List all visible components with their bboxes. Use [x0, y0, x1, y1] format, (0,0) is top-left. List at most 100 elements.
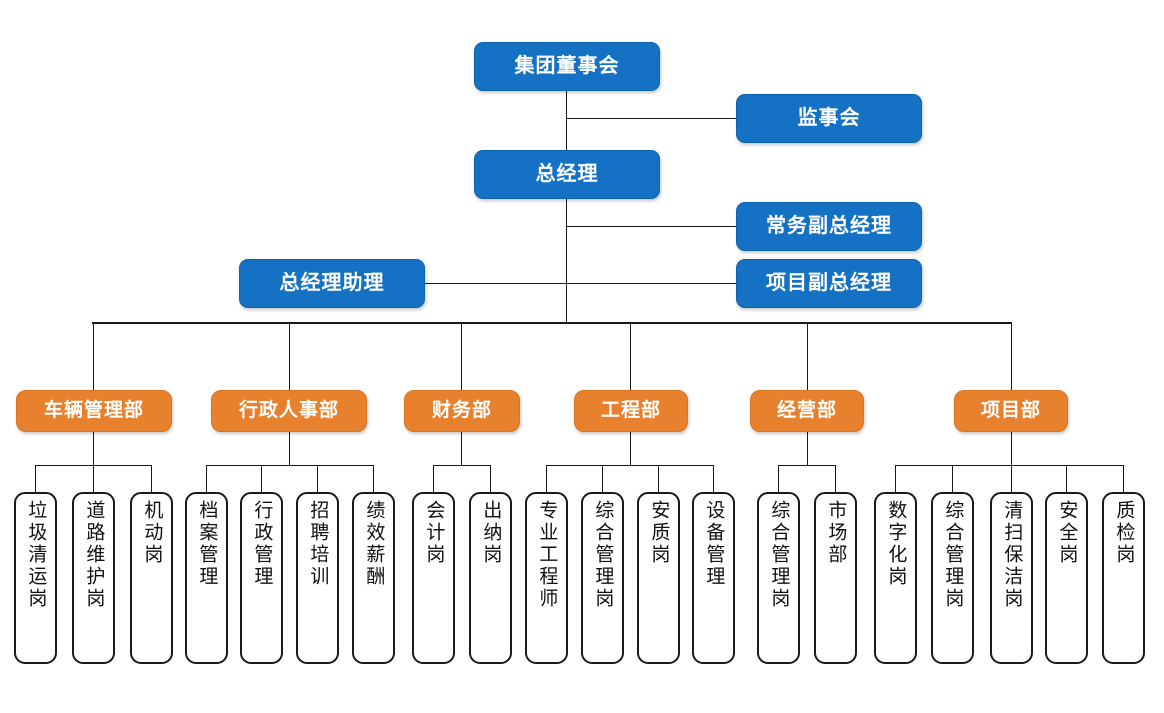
node-department-admin-hr[interactable]: 行政人事部	[211, 390, 367, 432]
node-position-waste-transport[interactable]: 垃圾清运岗	[14, 492, 57, 664]
node-label: 绩效薪酬	[363, 500, 385, 588]
node-department-operations[interactable]: 经营部	[750, 390, 864, 432]
connector-assistant-to-gm	[424, 283, 566, 284]
node-position-admin-management[interactable]: 行政管理	[240, 492, 283, 664]
node-label: 总经理	[535, 163, 599, 185]
connector-leaf-drop-14	[778, 465, 779, 492]
node-position-records-management[interactable]: 档案管理	[185, 492, 228, 664]
node-position-engineering-general-management[interactable]: 综合管理岗	[581, 492, 624, 664]
sub-bus-dept-4	[546, 465, 713, 466]
node-position-marketing[interactable]: 市场部	[814, 492, 857, 664]
connector-bus-to-dept-4	[630, 322, 631, 390]
node-label: 常务副总经理	[766, 215, 892, 237]
node-executive-deputy-gm[interactable]: 常务副总经理	[736, 202, 922, 251]
connector-leaf-drop-1	[35, 465, 36, 492]
node-position-cleaning-sanitation[interactable]: 清扫保洁岗	[990, 492, 1033, 664]
node-department-engineering[interactable]: 工程部	[574, 390, 688, 432]
node-label: 行政管理	[251, 500, 273, 588]
node-label: 数字化岗	[885, 500, 907, 588]
node-supervisory-board[interactable]: 监事会	[736, 94, 922, 143]
node-label: 工程部	[600, 400, 661, 422]
node-label: 质检岗	[1113, 500, 1135, 566]
node-position-professional-engineer[interactable]: 专业工程师	[525, 492, 568, 664]
node-label: 道路维护岗	[83, 500, 105, 610]
node-label: 安质岗	[648, 500, 670, 566]
connector-leaf-drop-10	[546, 465, 547, 492]
node-label: 清扫保洁岗	[1001, 500, 1023, 610]
node-department-finance[interactable]: 财务部	[404, 390, 520, 432]
connector-leaf-drop-4	[206, 465, 207, 492]
connector-leaf-drop-9	[490, 465, 491, 492]
node-label: 监事会	[797, 107, 861, 129]
node-label: 综合管理岗	[768, 500, 790, 610]
node-position-road-maintenance[interactable]: 道路维护岗	[72, 492, 115, 664]
connector-dept-6-stem	[1011, 432, 1012, 465]
connector-board-to-supervisory	[566, 118, 736, 119]
node-label: 行政人事部	[238, 400, 339, 422]
node-label: 招聘培训	[307, 500, 329, 588]
node-label: 安全岗	[1056, 500, 1078, 566]
connector-leaf-drop-8	[433, 465, 434, 492]
node-department-project[interactable]: 项目部	[954, 390, 1068, 432]
node-gm-assistant[interactable]: 总经理助理	[239, 259, 425, 308]
department-bus-line	[92, 322, 1012, 324]
connector-gm-down	[566, 199, 567, 323]
node-position-performance-compensation[interactable]: 绩效薪酬	[352, 492, 395, 664]
node-position-accounting[interactable]: 会计岗	[412, 492, 455, 664]
connector-leaf-drop-12	[658, 465, 659, 492]
node-position-operations-general-management[interactable]: 综合管理岗	[757, 492, 800, 664]
connector-leaf-drop-17	[952, 465, 953, 492]
node-label: 机动岗	[141, 500, 163, 566]
connector-leaf-drop-18	[1011, 465, 1012, 492]
node-position-cashier[interactable]: 出纳岗	[469, 492, 512, 664]
connector-leaf-drop-16	[895, 465, 896, 492]
connector-bus-to-dept-6	[1011, 322, 1012, 390]
node-label: 车辆管理部	[43, 400, 144, 422]
node-position-recruitment-training[interactable]: 招聘培训	[296, 492, 339, 664]
node-label: 设备管理	[703, 500, 725, 588]
node-position-flexible-duty[interactable]: 机动岗	[130, 492, 173, 664]
node-label: 综合管理岗	[942, 500, 964, 610]
connector-leaf-drop-6	[317, 465, 318, 492]
connector-dept-5-stem	[807, 432, 808, 465]
connector-leaf-drop-3	[151, 465, 152, 492]
node-position-safety-quality[interactable]: 安质岗	[637, 492, 680, 664]
node-general-manager[interactable]: 总经理	[474, 150, 660, 199]
node-department-vehicle-management[interactable]: 车辆管理部	[16, 390, 172, 432]
connector-leaf-drop-20	[1123, 465, 1124, 492]
connector-bus-to-dept-5	[807, 322, 808, 390]
connector-gm-to-project-deputy	[566, 283, 736, 284]
node-label: 出纳岗	[480, 500, 502, 566]
connector-dept-4-stem	[630, 432, 631, 465]
sub-bus-dept-2	[206, 465, 373, 466]
node-position-quality-inspection[interactable]: 质检岗	[1102, 492, 1145, 664]
node-label: 总经理助理	[279, 272, 385, 294]
connector-board-to-gm	[566, 91, 567, 151]
node-position-digitalization[interactable]: 数字化岗	[874, 492, 917, 664]
connector-bus-to-dept-1	[93, 322, 94, 390]
node-project-deputy-gm[interactable]: 项目副总经理	[736, 259, 922, 308]
connector-bus-to-dept-3	[461, 322, 462, 390]
node-label: 专业工程师	[536, 500, 558, 610]
node-position-equipment-management[interactable]: 设备管理	[692, 492, 735, 664]
connector-leaf-drop-5	[261, 465, 262, 492]
connector-leaf-drop-15	[835, 465, 836, 492]
node-position-safety[interactable]: 安全岗	[1045, 492, 1088, 664]
sub-bus-dept-3	[433, 465, 490, 466]
connector-leaf-drop-19	[1066, 465, 1067, 492]
connector-bus-to-dept-2	[289, 322, 290, 390]
node-label: 档案管理	[196, 500, 218, 588]
connector-leaf-drop-2	[93, 465, 94, 492]
connector-dept-2-stem	[289, 432, 290, 465]
node-label: 项目副总经理	[766, 272, 892, 294]
node-label: 集团董事会	[514, 55, 620, 77]
connector-leaf-drop-13	[713, 465, 714, 492]
node-position-project-general-management[interactable]: 综合管理岗	[931, 492, 974, 664]
connector-leaf-drop-7	[373, 465, 374, 492]
sub-bus-dept-5	[778, 465, 835, 466]
node-label: 经营部	[776, 400, 837, 422]
node-board-of-directors[interactable]: 集团董事会	[474, 42, 660, 91]
node-label: 会计岗	[423, 500, 445, 566]
node-label: 财务部	[431, 400, 492, 422]
